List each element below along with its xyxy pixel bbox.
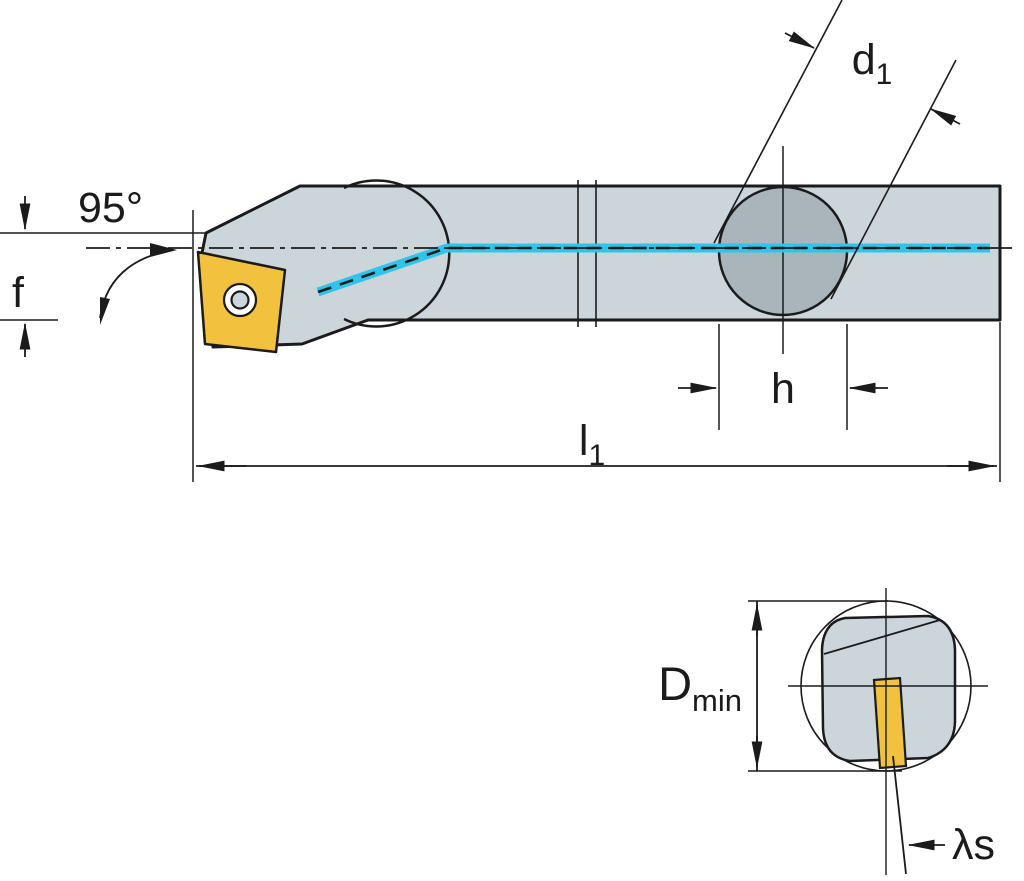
d1-tangent-b [830,59,957,300]
approach-angle-arrow-end [100,297,110,325]
d1-tangent-a [713,0,843,244]
detail-insert [872,676,908,770]
approach-angle-label: 95° [78,184,143,232]
f-label: f [12,269,25,317]
d1-arrow-b [929,108,961,126]
cross-section-detail-view: Dmin λs [658,588,995,875]
approach-angle-arc [99,249,173,319]
insert-screw-inner [230,290,250,310]
neck-transition-arc [343,179,451,328]
tool-body [200,184,1002,349]
approach-angle-arrow-start [150,243,177,257]
l1-label: l1 [579,417,605,472]
cross-section-flat-edge [823,619,941,655]
d1-label: d1 [852,36,893,91]
main-side-view: 95° f d1 h l1 [0,0,1014,482]
d1-arrow-a [784,31,816,49]
lambda-label: λs [952,821,995,869]
h-label: h [771,365,795,413]
lambda-tilt-line [892,755,907,875]
dmin-label: Dmin [658,657,742,718]
